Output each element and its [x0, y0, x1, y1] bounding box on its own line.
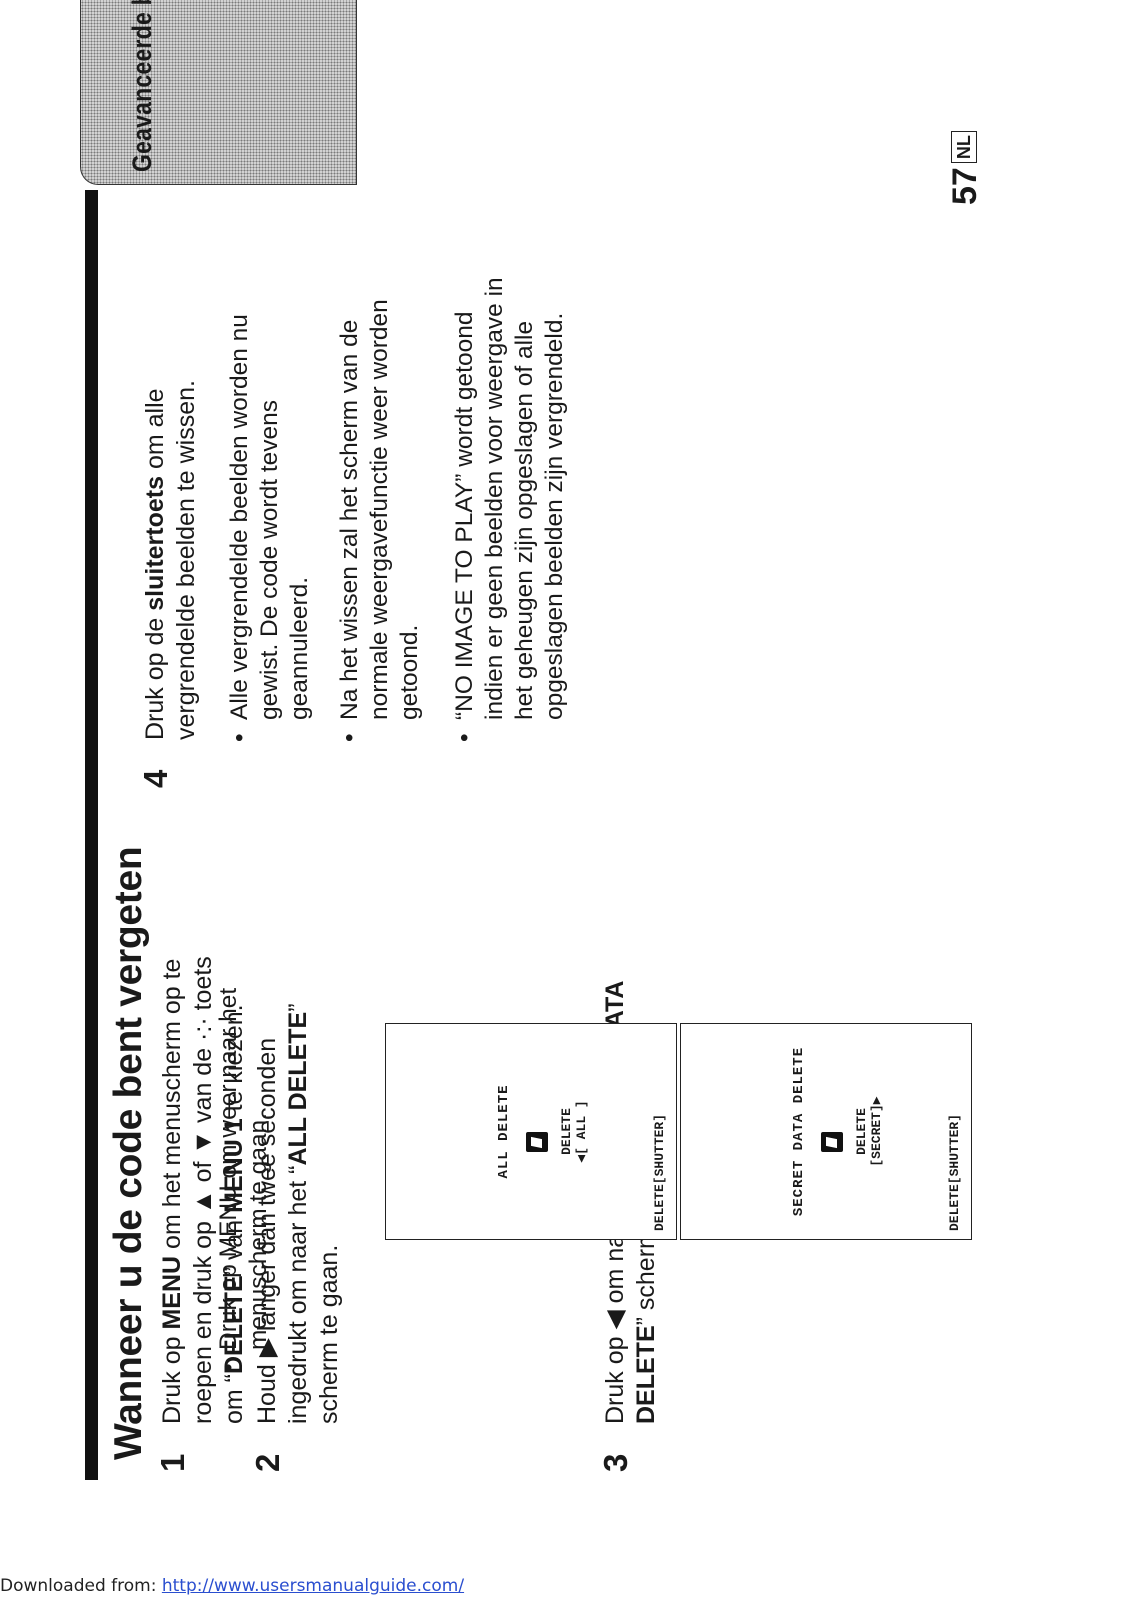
step-number: 1 — [154, 1453, 191, 1472]
bullet-line: het geheugen zijn opgeslagen of alle — [511, 320, 538, 720]
language-badge: NL — [951, 131, 977, 164]
bullet-line: normale weergavefunctie weer worden — [366, 299, 393, 720]
step-number: 4 — [137, 769, 174, 788]
step-number: 2 — [249, 1453, 286, 1472]
bullet-line: geannuleerd. — [286, 576, 313, 720]
step-emphasis: ALL DELETE — [284, 1011, 312, 1166]
bullet-dot: • — [336, 733, 363, 742]
screen-footer: DELETE[SHUTTER] — [947, 1113, 962, 1231]
delete-icon — [526, 1132, 548, 1152]
step-line: scherm te gaan. — [314, 1003, 345, 1424]
bullet-line: indien er geen beelden voor weergave in — [481, 277, 508, 720]
bullet-line: Na het wissen zal het scherm van de — [336, 319, 363, 720]
title-rule — [85, 190, 98, 1480]
step-line: Druk op MENU om het menuscherm op te — [157, 956, 188, 1424]
step-segment: roepen en druk op ▲ of ▼ van de ·:· toet… — [189, 956, 217, 1424]
bullet-dot: • — [451, 733, 478, 742]
bullet-dot: • — [215, 1363, 242, 1372]
step-segment: om het menuscherm op te — [158, 958, 186, 1256]
step-emphasis: MENU — [158, 1255, 186, 1330]
step-line: ingedrukt om naar het “ALL DELETE” — [283, 1003, 314, 1424]
screen-line-2: [SECRET]▶ — [869, 1096, 884, 1167]
step-number: 3 — [597, 1453, 634, 1472]
download-footer: Downloaded from: http://www.usersmanualg… — [0, 1576, 464, 1596]
screen-line-1: DELETE — [559, 1108, 574, 1155]
bullet-line: Alle vergrendelde beelden worden nu — [226, 314, 253, 720]
step-segment: scherm te gaan. — [315, 1244, 343, 1424]
bullet-line: gewist. De code wordt tevens — [256, 399, 283, 720]
bullet-text: Na het wissen zal het scherm van de norm… — [335, 299, 425, 720]
bullet-line: Druk op MENU om weer naar het — [215, 987, 242, 1350]
step-segment: ” — [284, 1003, 312, 1012]
bullet-line: “NO IMAGE TO PLAY” wordt getoond — [451, 311, 478, 721]
bullet-line: menuscherm te gaan. — [245, 1113, 272, 1350]
step-segment: om “ — [220, 1374, 248, 1424]
step-segment: Druk op — [158, 1329, 186, 1424]
step-segment: ingedrukt om naar het “ — [284, 1165, 312, 1424]
step-segment: vergrendelde beelden te wissen. — [172, 380, 200, 740]
footer-label: Downloaded from: — [0, 1576, 162, 1596]
screen-footer: DELETE[SHUTTER] — [652, 1113, 667, 1231]
bullet-text: Alle vergrendelde beelden worden nu gewi… — [225, 314, 315, 720]
bullet-line: opgeslagen beelden zijn vergrendeld. — [541, 312, 568, 720]
footer-link[interactable]: http://www.usersmanualguide.com/ — [161, 1576, 465, 1596]
step-segment: Druk op de — [141, 610, 169, 740]
page-title: Wanneer u de code bent vergeten — [107, 846, 150, 1460]
screen-line-2: ◀[ ALL ] — [574, 1100, 589, 1163]
step-line: vergrendelde beelden te wissen. — [171, 380, 202, 740]
screen-title: ALL DELETE — [496, 1084, 512, 1179]
bullet-text: “NO IMAGE TO PLAY” wordt getoond indien … — [450, 277, 570, 720]
section-tab-label: Geavanceerde bediening — [127, 0, 157, 172]
page-number: 57NL — [945, 131, 985, 205]
page-number-value: 57 — [946, 167, 984, 205]
secret-data-delete-screen: SECRET DATA DELETE DELETE [SECRET]▶ DELE… — [680, 1023, 972, 1240]
screen-title: SECRET DATA DELETE — [791, 1046, 807, 1217]
delete-icon — [821, 1132, 843, 1152]
step-emphasis: DELETE — [632, 1325, 660, 1424]
bullet-line: getoond. — [396, 624, 423, 720]
step-emphasis: sluitertoets — [141, 475, 169, 611]
step-segment: om alle — [141, 388, 169, 476]
all-delete-screen: ALL DELETE DELETE ◀[ ALL ] DELETE[SHUTTE… — [385, 1023, 677, 1240]
bullet-dot: • — [226, 733, 253, 742]
bullet-text: Druk op MENU om weer naar het menuscherm… — [214, 988, 274, 1350]
screen-line-1: DELETE — [854, 1108, 869, 1155]
step-line: Druk op de sluitertoets om alle — [140, 380, 171, 740]
